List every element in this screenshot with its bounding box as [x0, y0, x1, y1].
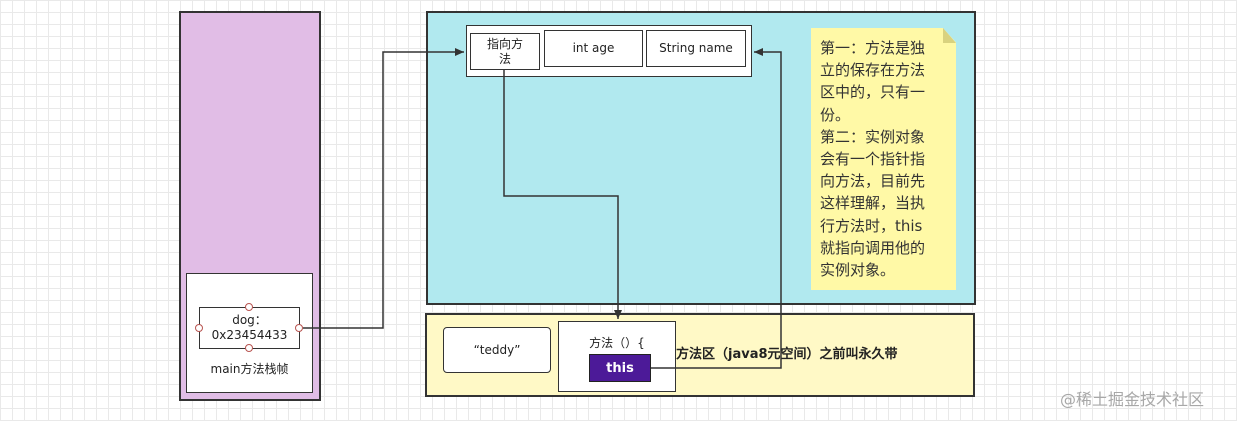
age-field-cell: int age — [544, 30, 643, 67]
variable-name: dog： — [232, 313, 267, 327]
this-box: this — [589, 354, 651, 382]
stack-frame-label: main方法栈帧 — [210, 362, 289, 376]
watermark: @稀土掘金技术社区 — [1060, 390, 1205, 409]
explanation-note-text: 第一：方法是独 立的保存在方法 区中的，只有一 份。 第二：实例对象 会有一个指… — [820, 39, 926, 280]
method-pointer-cell: 指向方 法 — [470, 33, 540, 70]
method-label: 方法（）{ — [589, 336, 645, 350]
explanation-note — [811, 28, 956, 290]
name-field-cell: String name — [646, 30, 746, 67]
this-reference-arrow — [651, 48, 782, 369]
variable-address: 0x23454433 — [211, 328, 288, 342]
method-area-label: 方法区（java8元空间）之前叫永久带 — [676, 347, 898, 362]
dog-reference-arrow — [303, 48, 464, 329]
connector-dot-top — [245, 303, 253, 311]
connector-dot-left — [195, 324, 203, 332]
connector-dot-right — [295, 324, 303, 332]
string-literal-box: “teddy” — [443, 327, 551, 373]
connector-dot-bottom — [245, 344, 253, 352]
method-pointer-arrow — [503, 70, 622, 319]
